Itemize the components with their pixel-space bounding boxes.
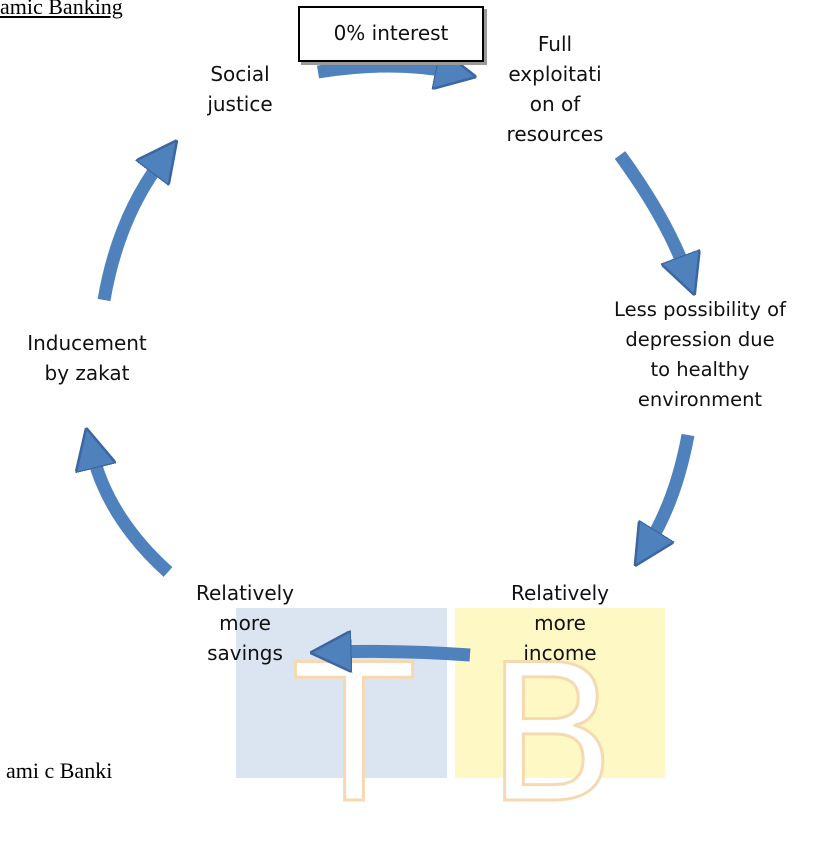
node-less-depression: Less possibility of depression due to he…: [614, 298, 786, 411]
arrow-exploitation-to-depression: [614, 151, 686, 272]
arrow-savings-to-zakat: [92, 452, 173, 577]
node-social-justice: Social justice: [207, 62, 273, 116]
node-more-income: Relatively more income: [510, 581, 610, 665]
node-full-exploitation: Full exploitati on of resources: [506, 32, 604, 146]
arrow-justice-to-exploitation: [316, 66, 452, 72]
watermark-right-panel: [455, 608, 665, 778]
heading-fragment: amic Banking: [0, 0, 123, 19]
arrow-depression-to-income: [648, 433, 695, 545]
interest-label-box: 0% interest: [298, 6, 484, 62]
node-inducement-zakat: Inducement by zakat: [27, 331, 147, 385]
arrow-zakat-to-justice: [97, 160, 162, 302]
cycle-arrows: [0, 0, 817, 778]
arrow-income-to-savings: [335, 651, 471, 655]
node-more-savings: Relatively more savings: [195, 581, 295, 665]
